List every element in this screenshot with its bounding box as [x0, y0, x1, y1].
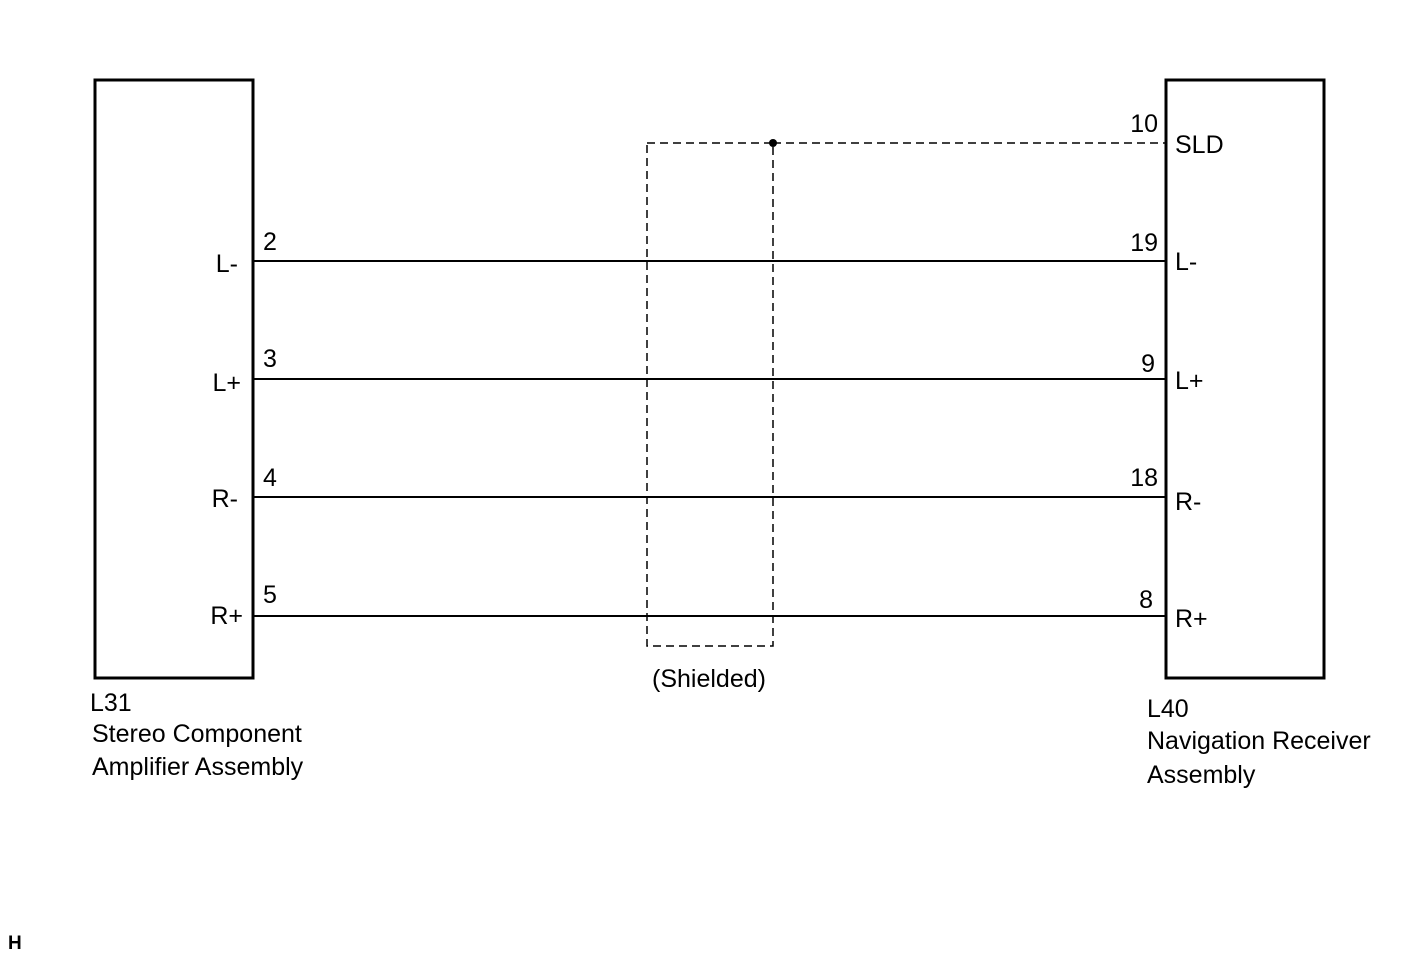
right-component-name-line2: Assembly [1147, 761, 1256, 789]
left-component-name-line1: Stereo Component [92, 720, 302, 748]
left-terminal-r-minus: R- [212, 485, 238, 513]
shield-outline [646, 142, 774, 647]
right-component-name-line1: Navigation Receiver [1147, 727, 1371, 755]
right-terminal-r-plus: R+ [1175, 605, 1208, 633]
shield-junction-dot [769, 139, 777, 147]
left-pin-5: 5 [263, 581, 277, 609]
right-pin-18: 18 [1130, 464, 1158, 492]
right-terminal-sld: SLD [1175, 131, 1224, 159]
left-terminal-l-minus: L- [216, 250, 238, 278]
left-terminal-l-plus: L+ [212, 369, 241, 397]
left-pin-4: 4 [263, 464, 277, 492]
right-component-code: L40 [1147, 695, 1189, 723]
left-pin-2: 2 [263, 228, 277, 256]
left-terminal-r-plus: R+ [210, 602, 243, 630]
shield-label: (Shielded) [652, 665, 766, 693]
right-terminal-l-minus: L- [1175, 248, 1197, 276]
right-terminal-l-plus: L+ [1175, 367, 1204, 395]
right-terminal-r-minus: R- [1175, 488, 1201, 516]
left-component-name-line2: Amplifier Assembly [92, 753, 304, 781]
right-pin-19: 19 [1130, 229, 1158, 257]
right-pin-shield: 10 [1130, 110, 1158, 138]
left-pin-3: 3 [263, 345, 277, 373]
corner-mark: H [8, 933, 22, 954]
right-pin-8: 8 [1139, 586, 1153, 614]
left-component-code: L31 [90, 689, 132, 717]
right-pin-9: 9 [1141, 350, 1155, 378]
